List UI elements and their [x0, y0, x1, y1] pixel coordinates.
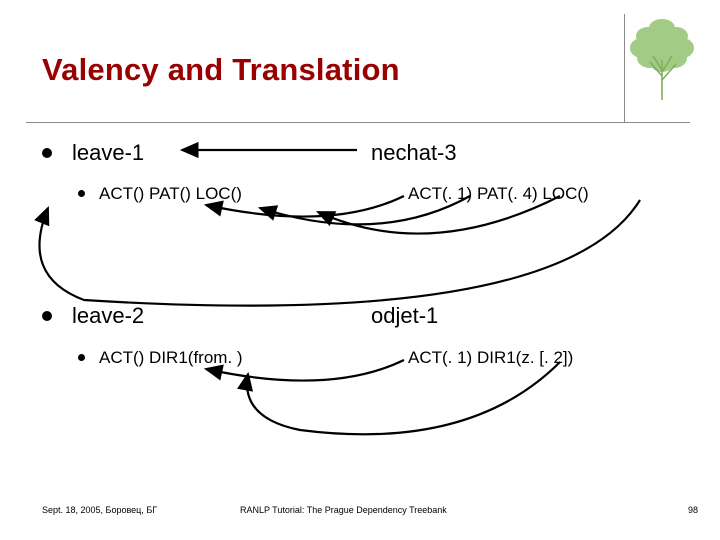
bullet-dot-icon — [78, 190, 85, 198]
bullet-dot-icon — [42, 147, 52, 158]
left-head-1: leave-1 — [72, 140, 145, 165]
bullet-frame-2-left: ACT() DIR1(from. ) — [78, 348, 243, 368]
left-frame-2: ACT() DIR1(from. ) — [99, 348, 243, 367]
bullet-leave-1: leave-1 — [42, 140, 144, 166]
arrow-head2 — [34, 199, 641, 307]
decorative-vertical-rule — [624, 14, 625, 122]
right-frame-1: ACT(. 1) PAT(. 4) LOC() — [408, 184, 589, 203]
arrow-dir2 — [237, 361, 561, 436]
bullet-dot-icon — [78, 354, 85, 362]
bullet-dot-icon — [42, 310, 52, 321]
footer-page-number: 98 — [688, 505, 699, 515]
left-frame-1: ACT() PAT() LOC() — [99, 184, 242, 203]
right-head-2: odjet-1 — [371, 303, 439, 328]
footer-center: RANLP Tutorial: The Prague Dependency Tr… — [240, 505, 447, 515]
page-title: Valency and Translation — [42, 52, 400, 87]
bullet-frame-1-left: ACT() PAT() LOC() — [78, 184, 242, 204]
tree-icon — [630, 19, 694, 100]
footer-left: Sept. 18, 2005, Боровец, БГ — [42, 505, 158, 515]
left-head-2: leave-2 — [72, 303, 145, 328]
title-divider — [26, 122, 690, 123]
bullet-leave-2: leave-2 — [42, 303, 144, 329]
right-frame-2: ACT(. 1) DIR1(z. [. 2]) — [408, 348, 574, 367]
right-head-1: nechat-3 — [371, 140, 457, 165]
